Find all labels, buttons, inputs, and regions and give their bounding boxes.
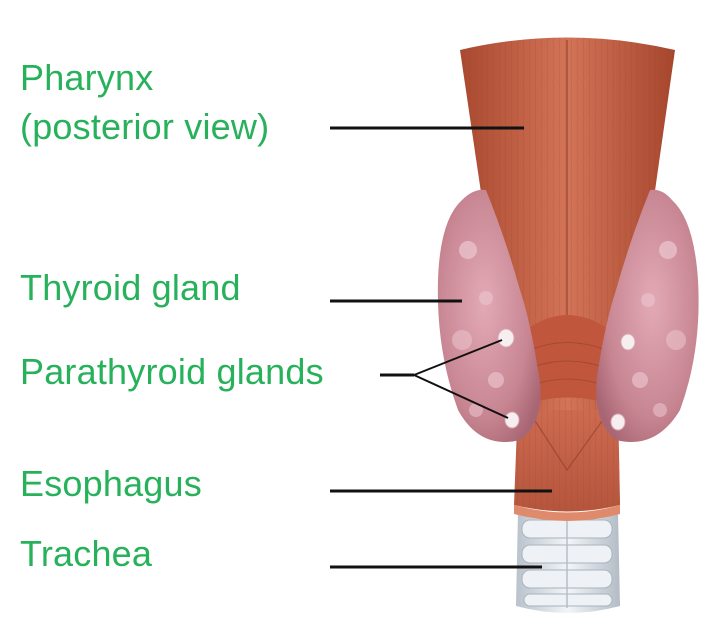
trachea-label: Trachea <box>20 533 153 574</box>
thyroid-lobe-left <box>437 189 541 442</box>
parathyroid-gland-upper <box>497 328 515 348</box>
leader-lines <box>330 126 552 569</box>
thyroid-lobe-right <box>596 189 699 442</box>
esophagus <box>514 400 620 521</box>
parathyroid-leader-upper <box>413 339 503 376</box>
trachea <box>516 512 620 613</box>
parathyroid-glands <box>497 328 636 431</box>
pharynx-view-label: (posterior view) <box>20 106 270 147</box>
thyroid-label: Thyroid gland <box>20 267 241 308</box>
esophagus-label: Esophagus <box>20 463 202 504</box>
parathyroid-label: Parathyroid glands <box>20 351 324 392</box>
pharynx-label: Pharynx <box>20 57 154 98</box>
parathyroid-gland-lower <box>504 411 520 429</box>
parathyroid-leader-lower <box>413 374 509 419</box>
